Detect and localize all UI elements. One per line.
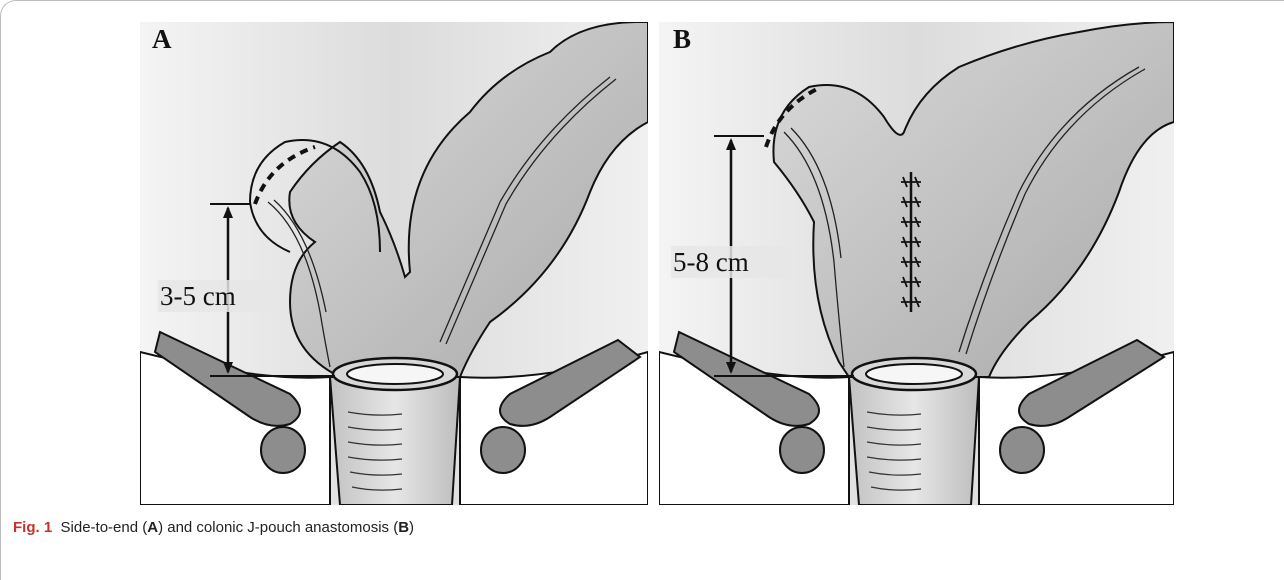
caption-text-3: ) — [409, 519, 414, 536]
panel-a-letter: A — [152, 24, 172, 54]
caption-text-1: Side-to-end ( — [61, 519, 148, 536]
figure-caption: Fig. 1 Side-to-end (A) and colonic J-pou… — [13, 519, 414, 536]
panel-a-illustration: A 3-5 cm — [140, 22, 648, 505]
panel-b-measurement: 5-8 cm — [673, 247, 749, 277]
panel-b-illustration: B 5-8 cm — [659, 22, 1174, 505]
caption-ref-b: B — [398, 519, 409, 536]
caption-text-2: ) and colonic J-pouch anastomosis ( — [158, 519, 398, 536]
caption-ref-a: A — [147, 519, 158, 536]
panel-a-measurement: 3-5 cm — [160, 281, 236, 311]
figure-label: Fig. 1 — [13, 519, 52, 536]
panel-b-letter: B — [673, 24, 691, 54]
